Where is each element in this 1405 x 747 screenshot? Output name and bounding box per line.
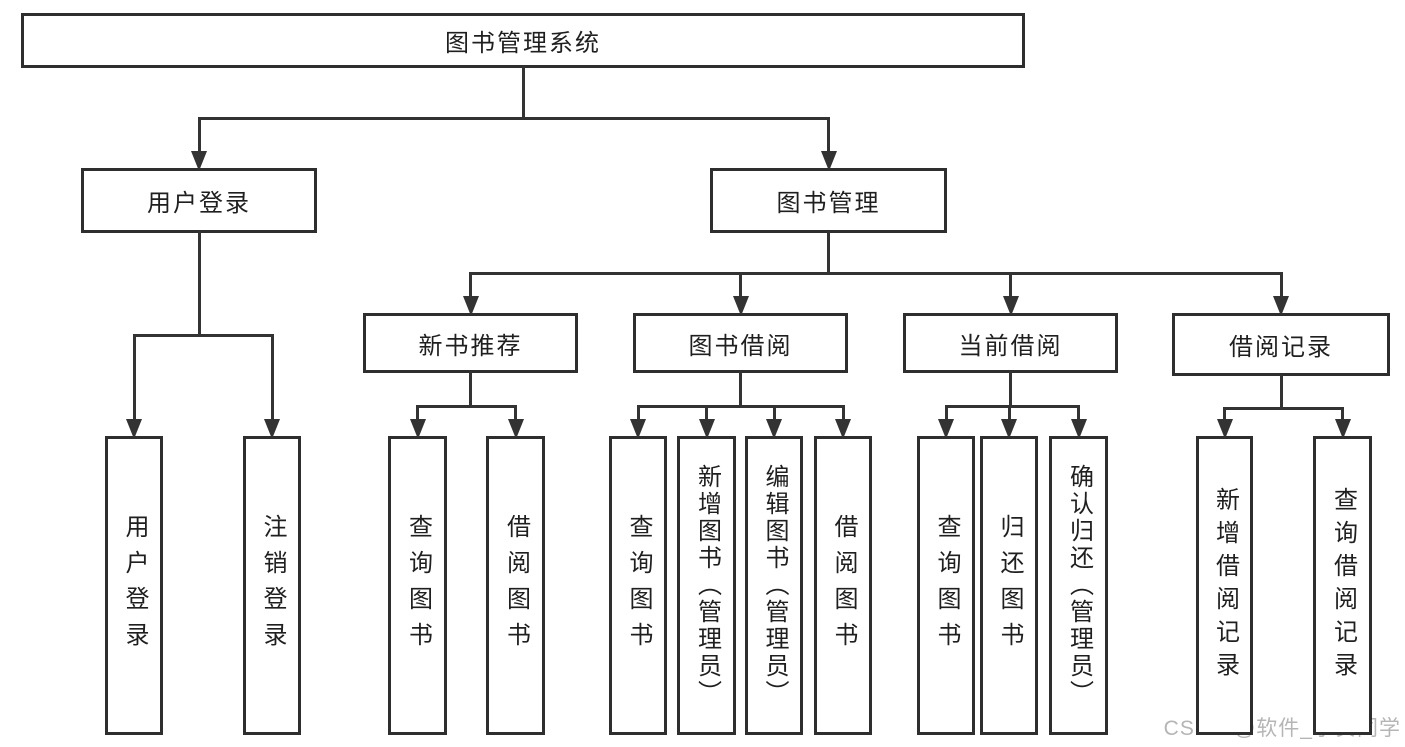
node-label: 新增借阅记录: [1211, 486, 1239, 685]
node-bb-edit: 编辑图书（管理员）: [745, 436, 803, 735]
connector-line: [469, 271, 1283, 275]
node-br-add: 新增借阅记录: [1196, 436, 1253, 735]
arrow-down-icon: [766, 419, 782, 439]
node-cb-return: 归还图书: [980, 436, 1038, 735]
node-bb-borrow: 借阅图书: [814, 436, 872, 735]
node-new-book-rec: 新书推荐: [363, 313, 578, 373]
connector-line: [827, 118, 830, 154]
connector-line: [841, 406, 845, 422]
connector-line: [270, 335, 274, 422]
connector-line: [416, 406, 419, 422]
node-label: 新书推荐: [418, 332, 523, 360]
arrow-down-icon: [732, 296, 749, 316]
node-cb-confirm: 确认归还（管理员）: [1049, 436, 1108, 735]
node-label: 借阅图书: [830, 513, 857, 658]
node-label: 查询图书: [933, 513, 960, 658]
arrow-down-icon: [409, 419, 426, 439]
node-label: 借阅记录: [1229, 334, 1333, 361]
arrow-down-icon: [630, 419, 646, 439]
connector-line: [197, 118, 201, 154]
connector-line: [132, 335, 136, 422]
connector-line: [1009, 371, 1012, 406]
connector-line: [1223, 406, 1344, 410]
arrow-down-icon: [1216, 419, 1233, 439]
connector-line: [739, 273, 742, 299]
node-nb-borrow: 借阅图书: [486, 436, 545, 735]
arrow-down-icon: [1001, 419, 1017, 439]
node-label: 编辑图书（管理员）: [761, 464, 788, 707]
node-ul-user-login: 用户登录: [105, 436, 163, 735]
arrow-down-icon: [1334, 419, 1351, 439]
node-label: 图书管理系统: [445, 30, 601, 57]
connector-line: [944, 406, 948, 422]
node-ul-logout: 注销登录: [243, 436, 301, 735]
connector-line: [636, 406, 640, 422]
connector-line: [514, 406, 517, 422]
node-bb-query: 查询图书: [609, 436, 667, 735]
node-label: 查询借阅记录: [1329, 486, 1357, 685]
node-cb-query: 查询图书: [917, 436, 975, 735]
connector-line: [1279, 273, 1283, 299]
connector-line: [1007, 406, 1011, 422]
node-label: 查询图书: [404, 513, 432, 658]
connector-line: [521, 66, 525, 118]
arrow-down-icon: [191, 151, 207, 171]
node-root: 图书管理系统: [21, 13, 1025, 68]
connector-line: [197, 231, 201, 335]
arrow-down-icon: [698, 419, 715, 439]
connector-line: [1077, 406, 1080, 422]
connector-line: [469, 371, 472, 406]
connector-line: [944, 404, 1080, 408]
node-label: 用户登录: [147, 190, 251, 217]
node-label: 确认归还（管理员）: [1065, 464, 1093, 707]
node-label: 归还图书: [996, 513, 1023, 658]
node-current-borrow: 当前借阅: [903, 313, 1118, 373]
arrow-down-icon: [264, 419, 280, 439]
connector-line: [132, 333, 274, 337]
node-bb-add: 新增图书（管理员）: [677, 436, 736, 735]
connector-line: [1223, 408, 1226, 422]
node-label: 当前借阅: [958, 332, 1063, 360]
node-borrow-record: 借阅记录: [1172, 313, 1390, 376]
connector-line: [469, 273, 472, 299]
connector-line: [636, 404, 845, 408]
node-label: 注销登录: [259, 513, 286, 658]
arrow-down-icon: [938, 419, 954, 439]
connector-line: [416, 404, 517, 408]
arrow-down-icon: [1273, 296, 1289, 316]
arrow-down-icon: [1070, 419, 1087, 439]
connector-line: [1341, 408, 1344, 422]
connector-line: [1009, 273, 1012, 299]
arrow-down-icon: [462, 296, 479, 316]
arrow-down-icon: [1002, 296, 1019, 316]
node-label: 借阅图书: [502, 513, 530, 658]
arrow-down-icon: [507, 419, 524, 439]
node-label: 查询图书: [625, 513, 652, 658]
connector-line: [772, 406, 776, 422]
node-label: 图书借阅: [688, 332, 793, 360]
node-nb-query: 查询图书: [388, 436, 447, 735]
node-book-mgmt: 图书管理: [710, 168, 947, 233]
connector-line: [827, 231, 830, 273]
node-user-login: 用户登录: [81, 168, 317, 233]
node-label: 用户登录: [121, 513, 148, 658]
connector-line: [705, 406, 708, 422]
arrow-down-icon: [820, 151, 837, 171]
node-book-borrow: 图书借阅: [633, 313, 848, 373]
arrow-down-icon: [126, 419, 142, 439]
arrow-down-icon: [835, 419, 851, 439]
connector-line: [739, 371, 742, 406]
node-br-query: 查询借阅记录: [1313, 436, 1372, 735]
connector-line: [197, 116, 830, 120]
node-label: 图书管理: [776, 190, 881, 217]
connector-line: [1279, 374, 1283, 408]
node-label: 新增图书（管理员）: [693, 464, 721, 707]
